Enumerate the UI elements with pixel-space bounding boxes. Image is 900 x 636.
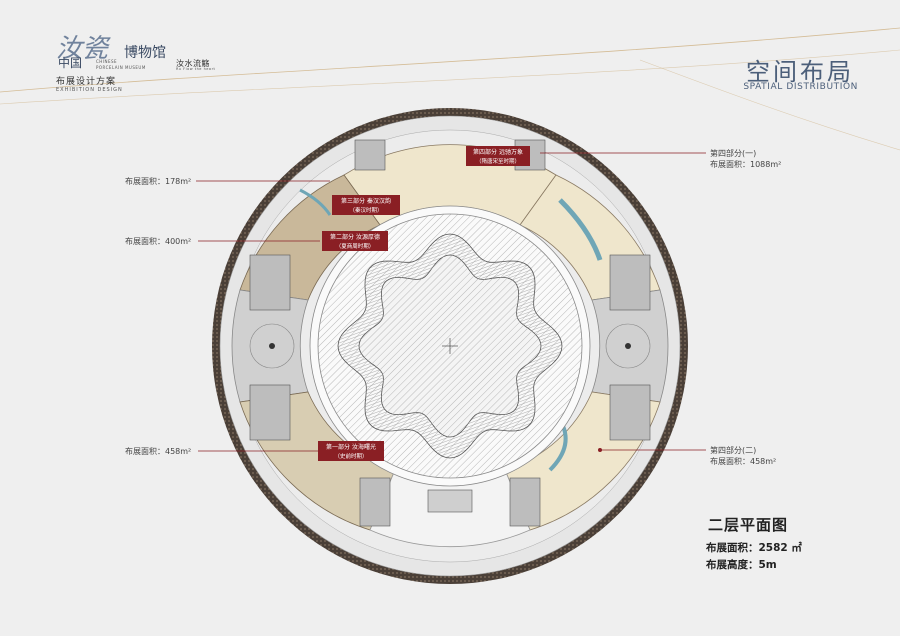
exhibit-area: 布展面积：2582 ㎡: [706, 542, 802, 554]
museum-logo: 汝瓷 中国 博物馆 CHINESE PORCELAIN MUSEUM 汝水流觞 …: [56, 28, 226, 98]
section-label-box: [332, 195, 400, 215]
callout-line1: 第四部分(一): [710, 149, 757, 158]
section-label-line: 第四部分 远驰万象: [473, 148, 523, 156]
entrance-block: [427, 489, 473, 513]
callout-line2: 布展面积：1088m²: [710, 160, 782, 169]
stair-block: [359, 477, 391, 527]
side-hall: [249, 323, 295, 369]
brand-mark: 汝瓷: [56, 34, 109, 64]
plan-title-en: EXHIBITION DESIGN: [56, 87, 123, 93]
section-label-line: 第三部分 秦汉汉韵: [341, 197, 391, 205]
museum-en-line2: PORCELAIN MUSEUM: [96, 65, 146, 70]
area-callout-left: 布展面积：458m²: [125, 447, 192, 456]
area-callout-right: 第四部分(一) 布展面积：1088m²: [710, 148, 781, 170]
area-callout-left: 布展面积：400m²: [125, 237, 192, 246]
section-label-line: （史前时期）: [334, 452, 367, 460]
section-label-box: [322, 231, 388, 251]
section-label-line: （夏商周时期）: [336, 242, 375, 250]
callout-line1: 第四部分(二): [710, 446, 757, 455]
page-title: 空间布局: [746, 58, 854, 86]
stair-block: [609, 254, 651, 311]
area-callout-right: 第四部分(二) 布展面积：458m²: [710, 445, 776, 467]
section-labels: 第四部分 远驰万象 （隋唐宋至时期） 第三部分 秦汉汉韵 （秦汉时期） 第二部分…: [318, 146, 530, 461]
callout-lines: [196, 152, 706, 452]
slogan: 汝水流觞: [176, 59, 210, 68]
brand-country: 中国: [58, 56, 83, 70]
slogan-en: Ru Flow the heart: [176, 67, 216, 71]
water-feature: [299, 188, 332, 216]
stair-block: [509, 477, 541, 527]
callout-line2: 布展面积：458m²: [710, 457, 777, 466]
museum-name: 博物馆: [124, 45, 166, 61]
stair-block: [249, 254, 291, 311]
stair-block: [249, 384, 291, 441]
side-hall: [605, 323, 651, 369]
section-label-line: 第二部分 汝源厚德: [330, 233, 380, 241]
section-label-line: （隋唐宋至时期）: [476, 157, 520, 165]
exhibit-height: 布展高度：5m: [706, 559, 777, 571]
section-label-box: [466, 146, 530, 166]
stair-block: [354, 139, 386, 171]
section-label-box: [318, 441, 384, 461]
stair-block: [609, 384, 651, 441]
page-subtitle: SPATIAL DISTRIBUTION: [743, 82, 858, 92]
plan-title: 布展设计方案: [56, 77, 117, 87]
water-feature: [558, 198, 603, 261]
area-callout-left: 布展面积：178m²: [125, 177, 192, 186]
museum-en-line1: CHINESE: [96, 59, 118, 64]
section-label-line: 第一部分 汝海曙光: [326, 443, 376, 451]
floor-title: 二层平面图: [708, 516, 789, 534]
section-label-line: （秦汉时期）: [349, 206, 382, 214]
